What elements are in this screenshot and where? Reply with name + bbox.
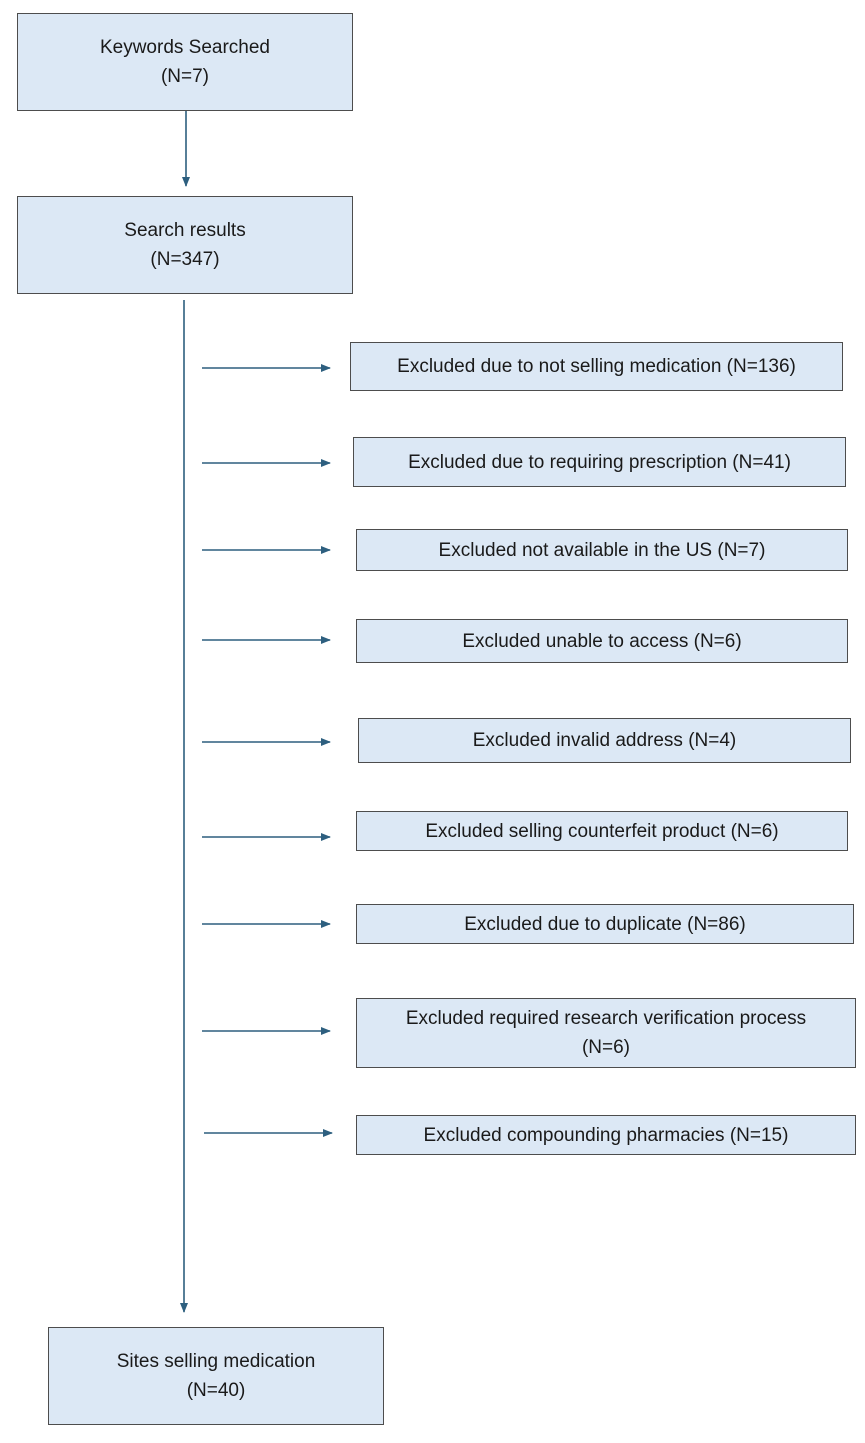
exclusion-text: Excluded not available in the US (N=7) — [438, 539, 766, 561]
exclusion-box-requiring-prescription: Excluded due to requiring prescription (… — [353, 437, 846, 487]
search-results-count: (N=347) — [150, 249, 220, 270]
exclusion-box-duplicate: Excluded due to duplicate (N=86) — [356, 904, 854, 944]
exclusion-box-research-verification: Excluded required research verification … — [356, 998, 856, 1068]
exclusion-box-not-selling-medication: Excluded due to not selling medication (… — [350, 342, 843, 391]
sites-selling-medication-box: Sites selling medication (N=40) — [48, 1327, 384, 1425]
exclusion-text: Excluded due to not selling medication (… — [397, 356, 796, 377]
exclusion-count: (N=6) — [581, 1037, 631, 1058]
exclusion-text: Excluded compounding pharmacies (N=15) — [423, 1124, 789, 1146]
exclusion-text: Excluded required research verification … — [405, 1008, 807, 1029]
search-results-box: Search results (N=347) — [17, 196, 353, 294]
exclusion-box-invalid-address: Excluded invalid address (N=4) — [358, 718, 851, 763]
exclusion-text: Excluded due to requiring prescription (… — [408, 451, 791, 473]
exclusion-text: Excluded invalid address (N=4) — [472, 730, 737, 751]
exclusion-box-not-available-us: Excluded not available in the US (N=7) — [356, 529, 848, 571]
exclusion-box-counterfeit-product: Excluded selling counterfeit product (N=… — [356, 811, 848, 851]
exclusion-box-compounding-pharmacies: Excluded compounding pharmacies (N=15) — [356, 1115, 856, 1155]
keywords-searched-box: Keywords Searched (N=7) — [17, 13, 353, 111]
search-results-title: Search results — [124, 220, 246, 241]
exclusion-text: Excluded unable to access (N=6) — [462, 630, 742, 652]
sites-selling-medication-count: (N=40) — [186, 1380, 246, 1401]
exclusion-text: Excluded selling counterfeit product (N=… — [425, 820, 779, 842]
exclusion-text: Excluded due to duplicate (N=86) — [464, 913, 746, 935]
keywords-searched-count: (N=7) — [160, 66, 210, 87]
sites-selling-medication-title: Sites selling medication — [116, 1351, 316, 1372]
keywords-searched-title: Keywords Searched — [99, 37, 271, 58]
exclusion-box-unable-to-access: Excluded unable to access (N=6) — [356, 619, 848, 663]
